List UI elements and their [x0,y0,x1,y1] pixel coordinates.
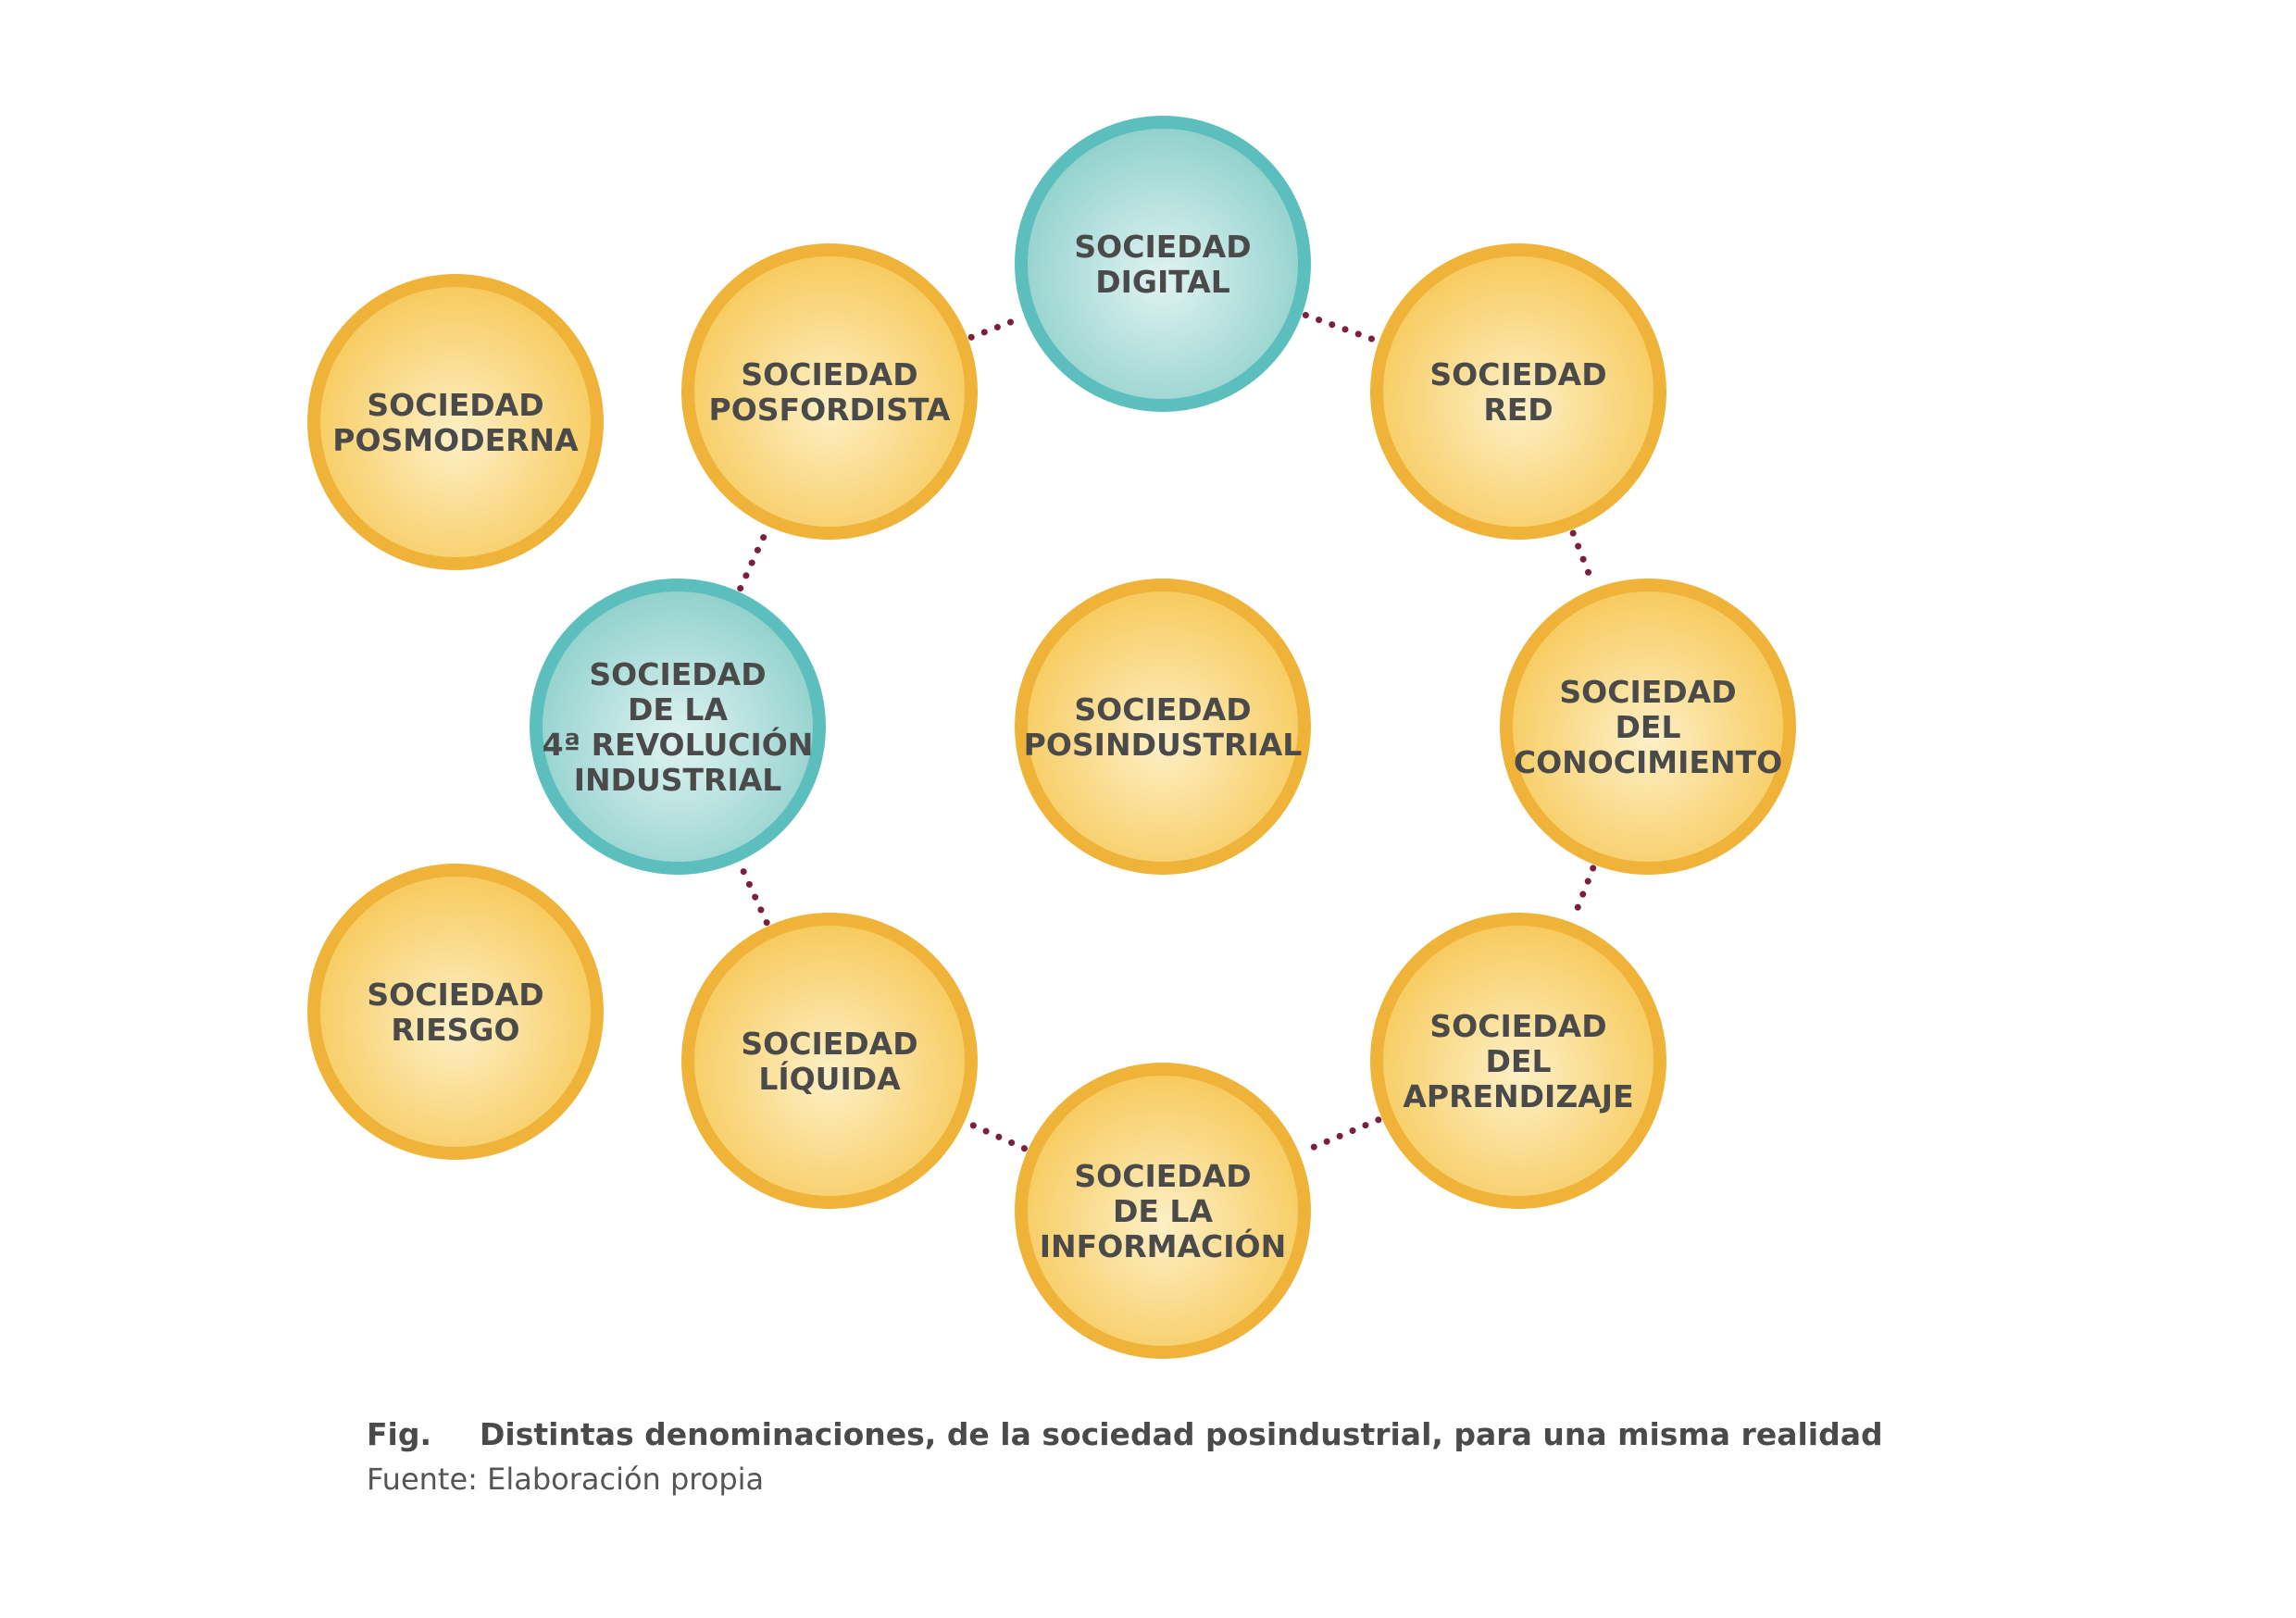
node-label-liquida-line-0: SOCIEDAD [741,1026,917,1062]
figure-caption: Fig. Distintas denominaciones, de la soci… [367,1416,2126,1497]
node-label-informacion-line-0: SOCIEDAD [1074,1158,1251,1194]
node-label-conocimiento-line-1: DEL [1616,709,1681,745]
node-circle-digital [1015,116,1311,412]
node-label-digital-line-0: SOCIEDAD [1074,229,1251,265]
caption-fig-label: Fig. [367,1416,432,1452]
connector-posfordista-digital [967,315,1025,341]
node-label-posmoderna-line-0: SOCIEDAD [367,387,543,423]
node-label-informacion-line-1: DE LA [1113,1193,1213,1229]
node-circle-liquida [681,913,978,1209]
node-label-revolucion-line-3: INDUSTRIAL [574,762,782,798]
caption-title-line: Fig. Distintas denominaciones, de la soci… [367,1416,2126,1452]
node-label-riesgo-line-1: RIESGO [391,1012,519,1048]
node-label-informacion-line-2: INFORMACIÓN [1040,1227,1286,1264]
node-label-revolucion-line-2: 4ª REVOLUCIÓN [543,726,814,763]
node-label-posfordista-line-0: SOCIEDAD [741,356,917,392]
node-label-revolucion-line-0: SOCIEDAD [589,656,766,692]
caption-source: Fuente: Elaboración propia [367,1462,765,1497]
connector-revolucion-posfordista [737,526,770,592]
connector-aprendizaje-informacion [1299,1116,1382,1155]
node-label-posindustrial-line-1: POSINDUSTRIAL [1024,727,1303,763]
connector-red-conocimiento [1569,529,1597,589]
node-circle-posindustrial [1015,579,1311,875]
node-label-riesgo-line-0: SOCIEDAD [367,977,543,1013]
node-label-aprendizaje-line-2: APRENDIZAJE [1403,1078,1633,1114]
node-label-digital-line-1: DIGITAL [1095,264,1230,300]
node-label-conocimiento-line-2: CONOCIMIENTO [1514,744,1782,780]
node-label-conocimiento-line-0: SOCIEDAD [1559,674,1736,710]
node-circle-posmoderna [307,274,604,570]
node-circle-aprendizaje [1370,913,1666,1209]
connector-digital-red [1302,311,1379,344]
node-circle-red [1370,243,1666,540]
node-label-aprendizaje-line-0: SOCIEDAD [1429,1008,1606,1044]
node-label-posmoderna-line-1: POSMODERNA [332,422,579,458]
node-layer: SOCIEDADDIGITALSOCIEDADREDSOCIEDADDELCON… [307,116,1796,1359]
caption-title: Distintas denominaciones, de la sociedad… [480,1416,1883,1452]
node-label-liquida-line-1: LÍQUIDA [758,1060,901,1097]
node-label-red-line-0: SOCIEDAD [1429,356,1606,392]
node-circle-informacion [1015,1063,1311,1359]
connector-liquida-revolucion [737,861,770,927]
connector-layer [737,311,1597,1155]
node-label-aprendizaje-line-1: DEL [1486,1043,1552,1079]
node-circle-riesgo [307,864,604,1160]
node-circle-revolucion [530,579,826,875]
connector-informacion-liquida [965,1119,1028,1152]
connector-conocimiento-aprendizaje [1569,865,1597,923]
node-label-red-line-1: RED [1483,392,1553,428]
node-circle-conocimiento [1500,579,1796,875]
node-circle-posfordista [681,243,978,540]
node-label-posfordista-line-1: POSFORDISTA [709,392,951,428]
node-label-posindustrial-line-0: SOCIEDAD [1074,691,1251,728]
node-label-revolucion-line-1: DE LA [628,691,728,728]
